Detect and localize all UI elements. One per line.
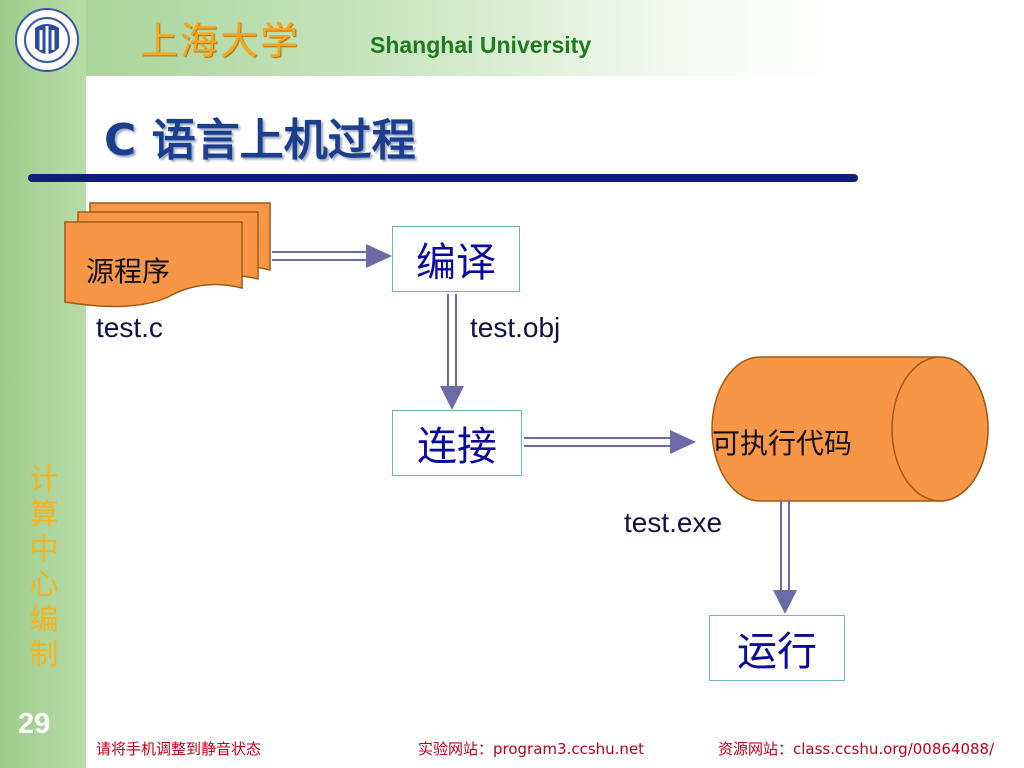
side-caption: 计 算 中 心 编 制 xyxy=(24,462,64,672)
source-document-stack xyxy=(64,202,271,308)
footer-lab-site: 实验网站：program3.ccshu.net xyxy=(418,740,645,758)
side-char: 制 xyxy=(29,637,59,671)
file-exe-label: test.exe xyxy=(624,507,723,538)
file-obj-label: test.obj xyxy=(470,312,561,343)
page-number: 29 xyxy=(18,708,51,740)
side-char: 编 xyxy=(29,602,59,636)
arrow-link-to-executable xyxy=(524,430,696,454)
university-seal-icon xyxy=(15,8,79,72)
arrow-compile-to-link xyxy=(440,294,464,410)
university-name-en: Shanghai University xyxy=(370,32,592,58)
link-box: 连接 xyxy=(392,410,522,476)
title-divider xyxy=(28,174,858,182)
header-band xyxy=(86,0,1024,76)
slide-title: C 语言上机过程 xyxy=(104,115,416,166)
source-program-label: 源程序 xyxy=(86,255,171,288)
compile-box: 编译 xyxy=(392,226,520,292)
footer-notice: 请将手机调整到静音状态 xyxy=(96,740,262,758)
side-char: 算 xyxy=(29,497,59,531)
executable-cylinder xyxy=(711,356,989,502)
link-label: 连接 xyxy=(417,424,497,470)
university-name-cn: 上海大学 xyxy=(140,19,301,63)
executable-label: 可执行代码 xyxy=(712,427,853,460)
arrow-source-to-compile xyxy=(272,244,392,268)
compile-label: 编译 xyxy=(416,240,496,286)
run-box: 运行 xyxy=(709,615,845,681)
file-c-label: test.c xyxy=(96,312,163,343)
footer-resource-site: 资源网站：class.ccshu.org/00864088/ xyxy=(718,740,995,758)
side-char: 中 xyxy=(29,532,59,566)
sidebar xyxy=(0,0,86,768)
side-char: 心 xyxy=(29,567,59,601)
run-label: 运行 xyxy=(737,629,817,675)
arrow-executable-to-run xyxy=(773,500,797,614)
side-char: 计 xyxy=(29,462,59,496)
